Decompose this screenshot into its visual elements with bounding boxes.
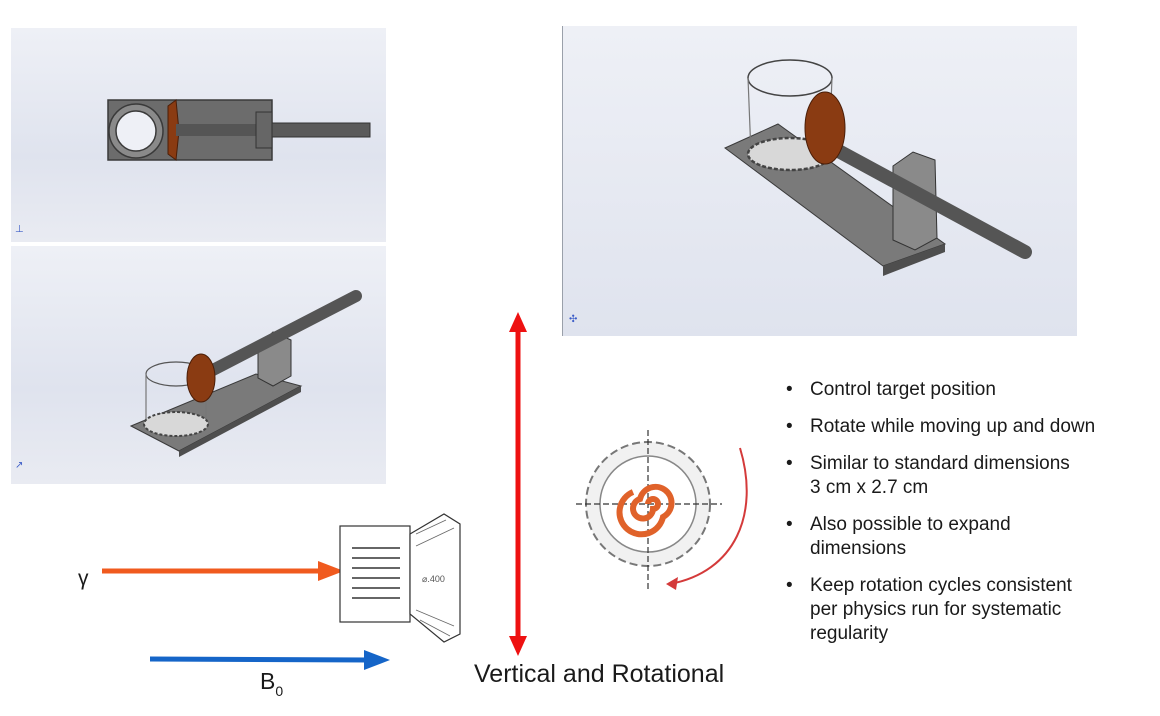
bullet-line: Similar to standard dimensions bbox=[810, 453, 1070, 474]
b0-label: B0 bbox=[260, 668, 283, 699]
bullet-item: Keep rotation cycles consistent per physi… bbox=[786, 574, 1146, 646]
b0-label-base: B bbox=[260, 668, 276, 694]
base-plate-edge bbox=[179, 386, 301, 457]
gamma-label: γ bbox=[78, 567, 89, 590]
rod bbox=[271, 122, 371, 138]
bevel-gear-section bbox=[409, 513, 461, 643]
rotation-gear-diagram bbox=[576, 430, 748, 590]
bullet-line: 3 cm x 2.7 cm bbox=[810, 477, 929, 498]
axis-triad-icon: ⊥ bbox=[15, 224, 24, 235]
rotation-arrow-head bbox=[666, 577, 678, 590]
bullet-line: Rotate while moving up and down bbox=[810, 416, 1096, 437]
dimension-label: ⌀.400 bbox=[422, 574, 445, 584]
spiral-target-icon bbox=[616, 483, 675, 538]
rotation-arrow bbox=[669, 447, 748, 585]
bullet-line: per physics run for systematic bbox=[810, 599, 1062, 620]
bearing-block bbox=[892, 151, 938, 251]
rod bbox=[826, 141, 1032, 259]
gear-icon bbox=[576, 430, 722, 589]
base-plate bbox=[129, 373, 303, 452]
bullet-item: Similar to standard dimensions 3 cm x 2.7… bbox=[786, 452, 1146, 500]
shaft bbox=[176, 124, 256, 136]
axis-triad-icon: ✣ bbox=[569, 314, 578, 325]
gear-ring bbox=[143, 411, 209, 437]
rod bbox=[205, 290, 362, 377]
bevel-gear bbox=[167, 99, 180, 161]
holder-body bbox=[339, 525, 411, 623]
arrow-head-up bbox=[509, 312, 527, 332]
feature-list: Control target position Rotate while mov… bbox=[786, 378, 1146, 659]
arrow-head bbox=[364, 650, 390, 670]
vertical-motion-arrow bbox=[509, 312, 527, 656]
arrow-head-down bbox=[509, 636, 527, 656]
cad-iso-view-small: ↗ bbox=[11, 246, 386, 484]
iso-large-drawing bbox=[563, 26, 1077, 336]
bullet-line: Also possible to expand bbox=[810, 514, 1011, 535]
bevel-gear bbox=[804, 91, 846, 165]
motion-label: Vertical and Rotational bbox=[474, 660, 725, 688]
bullet-line: regularity bbox=[810, 623, 889, 644]
bullet-item: Also possible to expand dimensions bbox=[786, 513, 1146, 561]
bullet-item: Rotate while moving up and down bbox=[786, 415, 1146, 439]
bullet-line: dimensions bbox=[810, 538, 907, 559]
b0-label-sub: 0 bbox=[275, 683, 284, 699]
bevel-gear bbox=[186, 353, 216, 403]
bullet-line: Keep rotation cycles consistent bbox=[810, 575, 1072, 596]
iso-small-drawing bbox=[129, 290, 362, 457]
target-holder bbox=[115, 110, 157, 152]
bullet-item: Control target position bbox=[786, 378, 1146, 402]
hatch-lines bbox=[415, 519, 455, 637]
arrow-shaft bbox=[149, 656, 369, 663]
cad-top-view: ⊥ bbox=[11, 28, 386, 242]
bullet-line: Control target position bbox=[810, 379, 996, 400]
cad-iso-view-large: ✣ bbox=[562, 26, 1077, 336]
axis-triad-icon: ↗ bbox=[15, 460, 24, 471]
b0-field-arrow bbox=[149, 650, 390, 670]
arrow-head bbox=[318, 561, 344, 581]
holder-slots bbox=[352, 547, 400, 599]
gamma-beam-arrow bbox=[102, 561, 344, 581]
top-view-drawing bbox=[107, 99, 371, 161]
holder-side-left bbox=[747, 77, 752, 155]
base-plate-edge bbox=[883, 244, 945, 276]
bearing-block bbox=[255, 111, 273, 149]
holder-cross-section-drawing: ⌀.400 bbox=[339, 513, 461, 643]
